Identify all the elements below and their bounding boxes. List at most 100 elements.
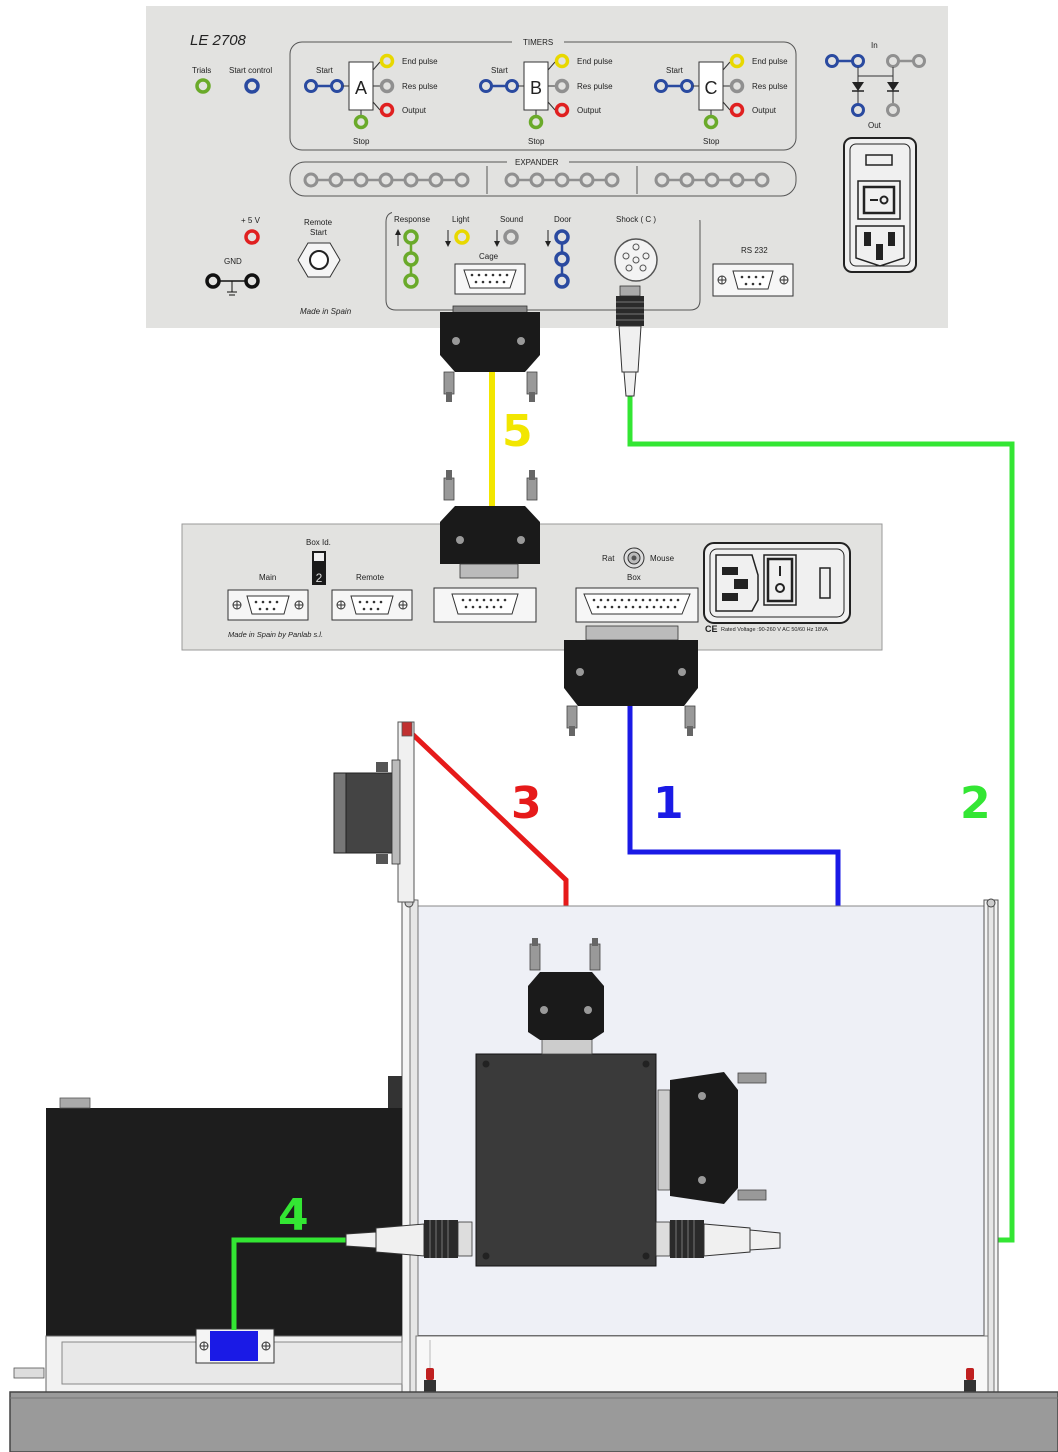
remote-start-label-2: Start <box>310 228 328 237</box>
timer-a-start-jack-2[interactable] <box>330 79 344 93</box>
cage-section: Response Light Sound Door Shock ( C ) Ca… <box>385 206 710 311</box>
shock-plug-top <box>616 285 644 397</box>
gnd-jack-2[interactable] <box>244 273 260 289</box>
cage-plug-top <box>440 305 540 402</box>
top-plug-cable3 <box>528 938 604 1040</box>
start-control-jack[interactable] <box>244 78 260 94</box>
timer-a-end-pulse-label: End pulse <box>402 57 438 66</box>
timer-a-output-label: Output <box>402 106 427 115</box>
timer-a: Start A End pulse Res pulse Output Stop <box>304 53 438 146</box>
interface-power-module <box>703 542 851 624</box>
timer-a-output-jack[interactable] <box>379 102 395 118</box>
timer-c-stop-jack[interactable] <box>703 114 719 130</box>
model-label: LE 2708 <box>190 32 247 49</box>
cage-plug-bottom <box>440 470 540 579</box>
timer-a-start-label: Start <box>316 66 334 75</box>
timer-a-end-pulse-jack[interactable] <box>379 53 395 69</box>
plus5v-jack[interactable] <box>244 229 260 245</box>
cage-label: Cage <box>479 252 499 261</box>
main-label: Main <box>259 573 276 582</box>
timer-c-end-pulse-label: End pulse <box>752 57 788 66</box>
expander-section: EXPANDER <box>289 156 797 197</box>
timer-c-output-label: Output <box>752 106 777 115</box>
in-label: In <box>871 41 878 50</box>
timer-c-start-jack-1[interactable] <box>654 79 668 93</box>
stimulus-box <box>46 1108 402 1340</box>
timer-b-res-pulse-label: Res pulse <box>577 82 613 91</box>
timer-b-res-pulse-jack[interactable] <box>554 78 570 94</box>
shock-control-box <box>475 1053 657 1267</box>
response-jack-2[interactable] <box>403 251 419 267</box>
timer-b-output-jack[interactable] <box>554 102 570 118</box>
shock-label: Shock ( C ) <box>616 215 656 224</box>
timer-b-end-pulse-jack[interactable] <box>554 53 570 69</box>
cable-1-number: 1 <box>653 778 684 829</box>
timer-a-stop-jack[interactable] <box>353 114 369 130</box>
timer-c-start-label: Start <box>666 66 684 75</box>
timer-b-output-label: Output <box>577 106 602 115</box>
timer-b-stop-label: Stop <box>528 137 545 146</box>
timer-b-letter: B <box>530 78 542 98</box>
le2708-panel: LE 2708 Trials Start control TIMERS Star… <box>146 6 948 328</box>
timer-a-start-jack-1[interactable] <box>304 79 318 93</box>
light-label: Light <box>452 215 470 224</box>
door-jack-2[interactable] <box>554 251 570 267</box>
out-jack-1[interactable] <box>851 103 865 117</box>
timer-c: Start C End pulse Res pulse Output Stop <box>654 53 788 146</box>
cage-apparatus <box>13 721 999 1395</box>
in-jack-4[interactable] <box>912 54 926 68</box>
rat-label: Rat <box>602 554 615 563</box>
out-label: Out <box>868 121 882 130</box>
timer-b: Start B End pulse Res pulse Output Stop <box>479 53 613 146</box>
light-jack[interactable] <box>454 229 470 245</box>
timer-c-end-pulse-jack[interactable] <box>729 53 745 69</box>
timer-c-start-jack-2[interactable] <box>680 79 694 93</box>
mouse-label: Mouse <box>650 554 675 563</box>
response-jack-1[interactable] <box>403 229 419 245</box>
response-jack-3[interactable] <box>403 273 419 289</box>
base-plate <box>9 1391 1058 1452</box>
sound-label: Sound <box>500 215 523 224</box>
rated-voltage-label: Rated Voltage :90-260 V AC 50/60 Hz 18VA <box>721 627 828 633</box>
in-jack-2[interactable] <box>851 54 865 68</box>
side-plug-cable1 <box>670 1072 767 1204</box>
start-control-label: Start control <box>229 66 272 75</box>
remote-start-label-1: Remote <box>304 218 333 227</box>
timer-b-start-jack-1[interactable] <box>479 79 493 93</box>
rs232-label: RS 232 <box>741 246 768 255</box>
door-jack-3[interactable] <box>554 273 570 289</box>
trials-jack[interactable] <box>195 78 211 94</box>
box-id-label: Box Id. <box>306 538 331 547</box>
timer-b-start-jack-2[interactable] <box>505 79 519 93</box>
timer-b-start-label: Start <box>491 66 509 75</box>
out-jack-2[interactable] <box>886 103 900 117</box>
timer-c-output-jack[interactable] <box>729 102 745 118</box>
timer-a-res-pulse-label: Res pulse <box>402 82 438 91</box>
timer-b-stop-jack[interactable] <box>528 114 544 130</box>
interface-power-switch[interactable] <box>766 557 794 603</box>
box-id-value: 2 <box>316 571 323 585</box>
sound-jack[interactable] <box>503 229 519 245</box>
timer-a-res-pulse-jack[interactable] <box>379 78 395 94</box>
expander-title: EXPANDER <box>515 158 559 167</box>
cable-4-number: 4 <box>278 1190 309 1241</box>
in-jack-1[interactable] <box>825 54 839 68</box>
door-jack-1[interactable] <box>554 229 570 245</box>
box-plug <box>564 625 698 736</box>
cable-5-number: 5 <box>502 406 533 457</box>
made-in-spain-label: Made in Spain <box>300 307 352 316</box>
timer-a-letter: A <box>355 78 367 98</box>
plus5v-label: + 5 V <box>241 216 261 225</box>
timer-c-res-pulse-label: Res pulse <box>752 82 788 91</box>
shock-connector[interactable] <box>614 238 658 282</box>
timer-c-res-pulse-jack[interactable] <box>729 78 745 94</box>
cable-3-number: 3 <box>511 778 542 829</box>
timer-c-letter: C <box>705 78 718 98</box>
timers-title: TIMERS <box>523 38 553 47</box>
box-label: Box <box>627 573 641 582</box>
ce-mark: CE <box>705 624 718 634</box>
gnd-label: GND <box>224 257 242 266</box>
in-jack-3[interactable] <box>886 54 900 68</box>
power-switch[interactable] <box>862 185 896 215</box>
shock-plug-right <box>655 1220 781 1258</box>
